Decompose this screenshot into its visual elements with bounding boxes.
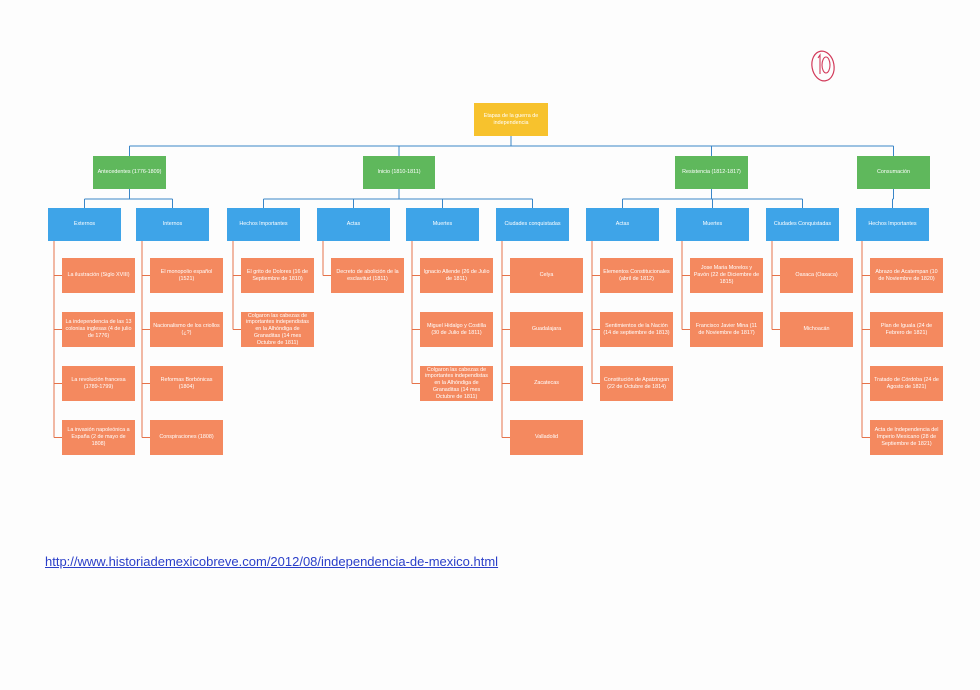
leaf-node: La independencia de las 13 colonias ingl… [62, 312, 135, 347]
leaf-node: Sentimientos de la Nación (14 de septiem… [600, 312, 673, 347]
leaf-node: Jose Maria Morelos y Pavón (22 de Diciem… [690, 258, 763, 293]
leaf-node: Decreto de abolición de la esclavitud (1… [331, 258, 404, 293]
category-node: Ciudades conquistadas [496, 208, 569, 241]
category-node: Hechos Importantes [227, 208, 300, 241]
category-node: Muertes [406, 208, 479, 241]
leaf-node: Ignacio Allende (26 de Julio de 1811) [420, 258, 493, 293]
handwritten-page-number-mark [811, 50, 835, 82]
leaf-node: La invasión napoleónica a España (2 de m… [62, 420, 135, 455]
leaf-node: La ilustración (Siglo XVIII) [62, 258, 135, 293]
leaf-node: Oaxaca (Oaxaca) [780, 258, 853, 293]
root-node: Etapas de la guerra de independencia [474, 103, 548, 136]
leaf-node: Francisco Javier Mina (11 de Noviembre d… [690, 312, 763, 347]
leaf-node: Plan de Iguala (24 de Febrero de 1821) [870, 312, 943, 347]
phase-node: Resistencia (1812-1817) [675, 156, 748, 189]
leaf-node: Guadalajara [510, 312, 583, 347]
leaf-node: Elementos Constitucionales (abril de 181… [600, 258, 673, 293]
phase-node: Consumación [857, 156, 930, 189]
leaf-node: Acta de Independencia del Imperio Mexica… [870, 420, 943, 455]
source-link[interactable]: http://www.historiademexicobreve.com/201… [45, 554, 499, 569]
phase-node: Antecedentes (1776-1809) [93, 156, 166, 189]
category-node: Ciudades Conquistadas [766, 208, 839, 241]
leaf-node: Celya [510, 258, 583, 293]
leaf-node: Colgaron las cabezas de importantes inde… [241, 312, 314, 347]
category-node: Externos [48, 208, 121, 241]
leaf-node: Abrazo de Acatempan (10 de Noviembre de … [870, 258, 943, 293]
phase-node: Inicio (1810-1811) [363, 156, 435, 189]
leaf-node: El monopolio español (1521) [150, 258, 223, 293]
leaf-node: Constitución de Apatzingan (22 de Octubr… [600, 366, 673, 401]
leaf-node: Michoacán [780, 312, 853, 347]
leaf-node: Zacatecas [510, 366, 583, 401]
category-node: Internos [136, 208, 209, 241]
leaf-node: El grito de Dolores (16 de Septiembre de… [241, 258, 314, 293]
category-node: Muertes [676, 208, 749, 241]
leaf-node: Tratado de Córdoba (24 de Agosto de 1821… [870, 366, 943, 401]
leaf-node: La revolución francesa (1789-1799) [62, 366, 135, 401]
leaf-node: Conspiraciones (1808) [150, 420, 223, 455]
category-node: Actas [317, 208, 390, 241]
leaf-node: Valladolid [510, 420, 583, 455]
leaf-node: Miguel Hidalgo y Costilla (30 de Julio d… [420, 312, 493, 347]
leaf-node: Nacionalismo de los criollos (¿?) [150, 312, 223, 347]
leaf-node: Colgaron las cabezas de importantes inde… [420, 366, 493, 401]
category-node: Actas [586, 208, 659, 241]
leaf-node: Reformas Borbónicas (1804) [150, 366, 223, 401]
category-node: Hechos Importantes [856, 208, 929, 241]
